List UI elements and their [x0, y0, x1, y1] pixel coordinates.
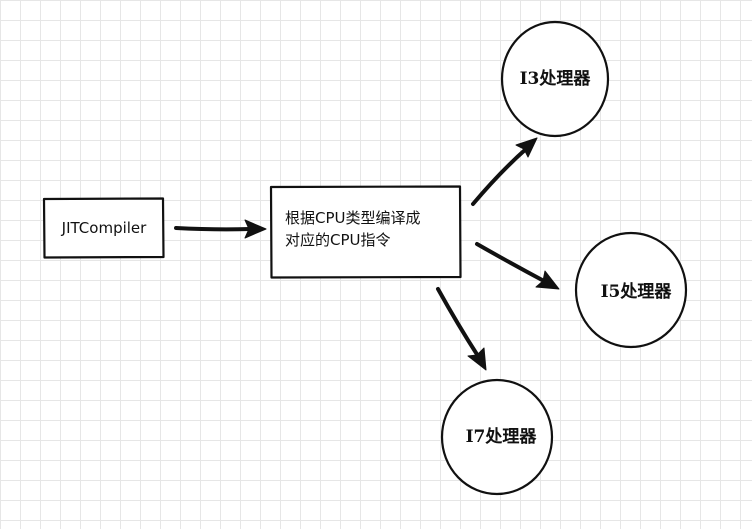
edge-jit-to-compile-arrowhead [244, 219, 267, 239]
edge-compile-to-i3 [471, 137, 538, 206]
jit-compiler-box [42, 197, 165, 259]
compile-label-line1: 根据CPU类型编译成 [285, 209, 421, 227]
i3-label: I3处理器 [520, 68, 592, 89]
edge-compile-to-i3-line [471, 147, 528, 206]
compile-box [269, 185, 462, 279]
edge-compile-to-i3-arrowhead [515, 137, 538, 158]
edge-compile-to-i5-line [475, 242, 546, 283]
jit-compiler-label: JITCompiler [61, 219, 147, 237]
i5-circle [574, 231, 688, 349]
edge-jit-to-compile-line [174, 226, 252, 232]
edge-compile-to-i5-arrowhead [535, 270, 560, 290]
edge-jit-to-compile [174, 219, 267, 239]
i7-label: I7处理器 [466, 426, 538, 447]
i7-processor-node: I7处理器 [440, 378, 554, 496]
edge-compile-to-i5 [475, 242, 560, 290]
i5-label: I5处理器 [601, 281, 673, 302]
i3-circle [500, 20, 610, 138]
edge-compile-to-i7 [436, 287, 487, 371]
i7-circle [440, 378, 554, 496]
edge-compile-to-i7-arrowhead [467, 347, 487, 371]
compile-label-line2: 对应的CPU指令 [285, 231, 391, 249]
compile-node: 根据CPU类型编译成 对应的CPU指令 [269, 185, 462, 279]
i5-processor-node: I5处理器 [574, 231, 688, 349]
i3-processor-node: I3处理器 [500, 20, 610, 138]
jit-compiler-node: JITCompiler [42, 197, 165, 259]
edge-compile-to-i7-line [436, 287, 480, 358]
